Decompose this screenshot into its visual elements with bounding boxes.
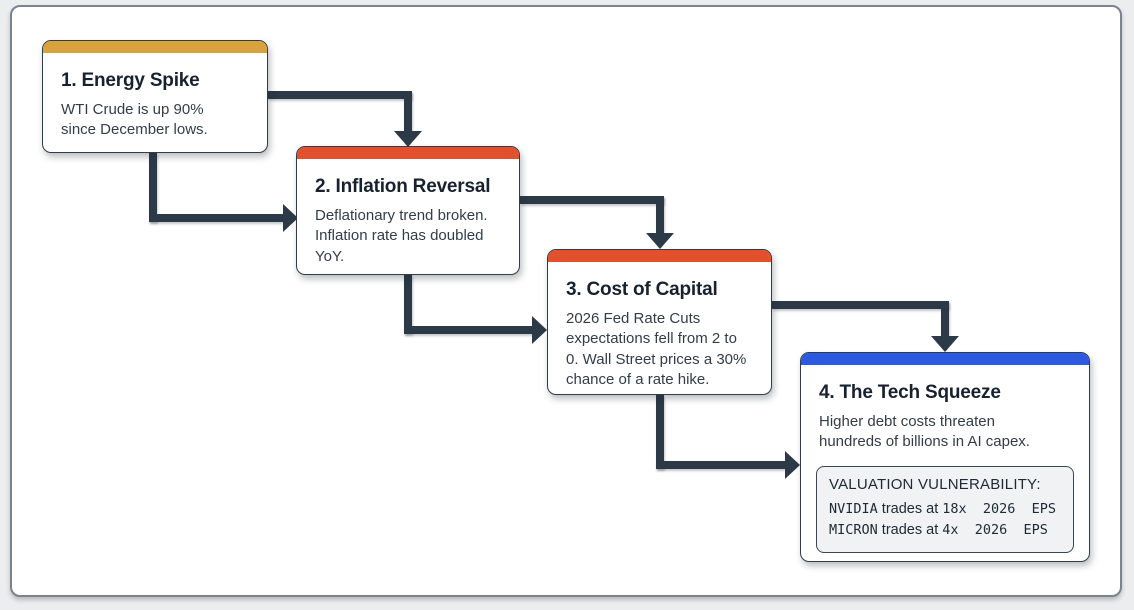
step-title: 4. The Tech Squeeze [819,382,1001,403]
step-accent-bar [801,353,1089,365]
step-card-inflation-reversal: 2. Inflation Reversal Deflationary trend… [296,146,520,275]
step-body: Higher debt costs threaten hundreds of b… [819,413,1030,451]
valuation-callout: VALUATION VULNERABILITY: NVIDIA trades a… [816,465,1074,553]
valuation-heading: VALUATION VULNERABILITY: [829,475,1041,493]
step-body: WTI Crude is up 90% since December lows. [61,101,208,139]
step-title: 1. Energy Spike [61,70,200,91]
step-card-tech-squeeze: 4. The Tech Squeeze Higher debt costs th… [800,352,1090,562]
step-accent-bar [297,147,519,159]
arrowhead-right-icon [283,204,298,232]
arrowhead-down-icon [394,131,422,147]
step-accent-bar [548,250,771,262]
step-title: 2. Inflation Reversal [315,176,491,197]
arrowhead-down-icon [646,233,674,249]
step-title: 3. Cost of Capital [566,279,718,300]
arrowhead-right-icon [532,316,547,344]
arrowhead-right-icon [785,451,800,479]
step-card-energy-spike: 1. Energy Spike WTI Crude is up 90% sinc… [42,40,268,153]
step-body: 2026 Fed Rate Cuts expectations fell fro… [566,310,747,388]
valuation-line-micron: MICRON trades at 4x 2026 EPS [829,522,1048,539]
step-card-cost-of-capital: 3. Cost of Capital 2026 Fed Rate Cuts ex… [547,249,772,395]
valuation-line-nvidia: NVIDIA trades at 18x 2026 EPS [829,500,1057,517]
step-accent-bar [43,41,267,53]
step-body: Deflationary trend broken. Inflation rat… [315,207,488,265]
arrowhead-down-icon [931,336,959,352]
